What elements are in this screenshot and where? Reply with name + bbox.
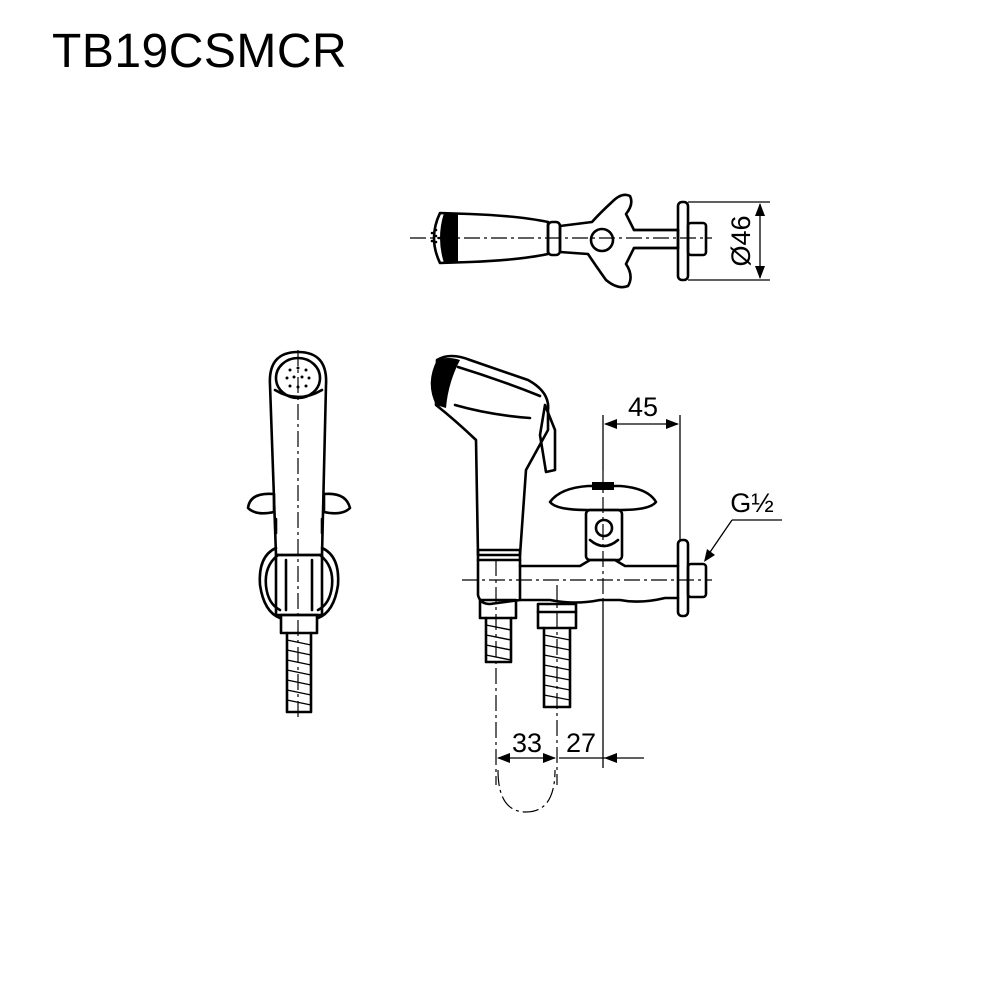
side-view [246,350,352,720]
offset-left-dimension-label: 33 [512,728,542,758]
thread-size-label: G½ [730,488,774,518]
offset-top-dimension-label: 45 [628,392,658,422]
offset-right-dimension-label: 27 [566,728,596,758]
front-view [430,354,782,813]
model-number-title: TB19CSMCR [52,25,348,78]
top-view [410,193,770,289]
diameter-dimension-label: Ø46 [726,215,756,266]
